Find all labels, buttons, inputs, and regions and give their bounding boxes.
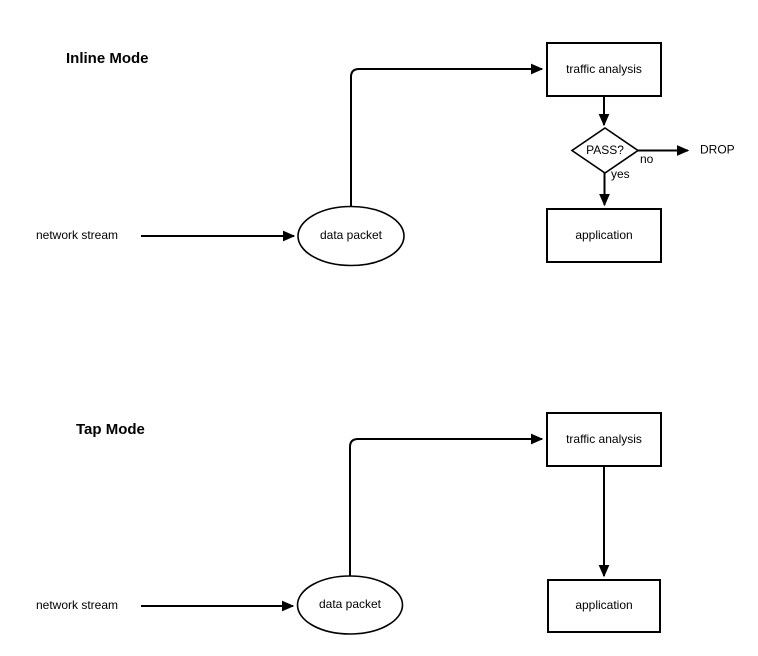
node-traffic-analysis-label-tap: traffic analysis xyxy=(566,432,642,446)
node-drop-label: DROP xyxy=(700,143,735,157)
network-stream-label-inline: network stream xyxy=(36,228,118,242)
section-tap-mode: Tap Mode network stream data packet traf… xyxy=(36,412,662,635)
node-application-tap xyxy=(547,579,661,633)
edge-packet-to-analysis-inline xyxy=(350,63,544,207)
node-traffic-analysis-inline xyxy=(546,42,662,97)
node-data-packet-label-inline: data packet xyxy=(320,228,383,242)
node-decision-pass-label: PASS? xyxy=(586,143,624,157)
node-traffic-analysis-tap xyxy=(546,412,662,467)
node-application-label-inline: application xyxy=(575,228,632,242)
node-data-packet-label-tap: data packet xyxy=(319,597,382,611)
section-inline-mode: Inline Mode network stream data packet t… xyxy=(36,42,735,267)
edge-label-yes: yes xyxy=(611,167,630,181)
network-stream-label-tap: network stream xyxy=(36,598,118,612)
node-application-inline xyxy=(546,208,662,263)
section-title-inline-mode: Inline Mode xyxy=(66,50,149,67)
node-application-label-tap: application xyxy=(575,598,632,612)
node-traffic-analysis-label-inline: traffic analysis xyxy=(566,62,642,76)
edge-packet-to-analysis-tap xyxy=(349,433,544,576)
edge-label-no: no xyxy=(640,152,654,166)
section-title-tap-mode: Tap Mode xyxy=(76,421,145,438)
